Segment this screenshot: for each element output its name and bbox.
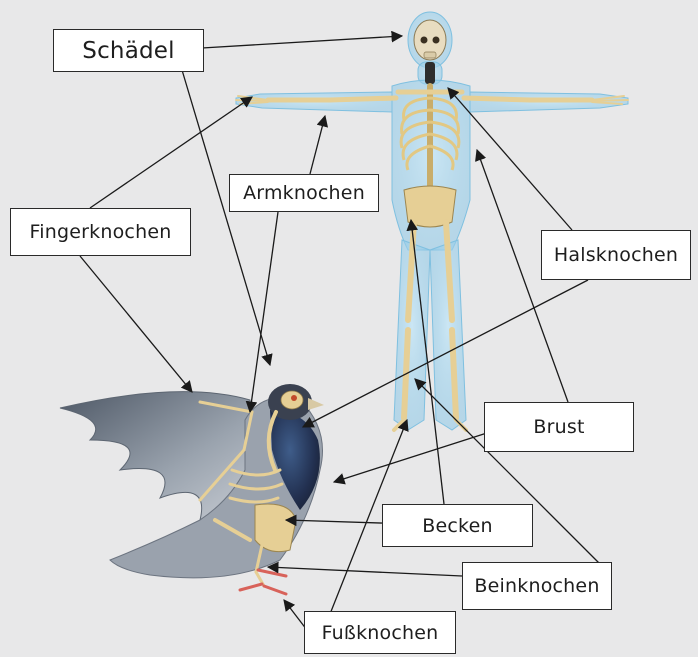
pigeon-skeleton <box>60 384 324 594</box>
label-fingerknochen: Fingerknochen <box>10 208 191 256</box>
human-neck-bones <box>425 62 435 84</box>
label-brust: Brust <box>484 402 634 452</box>
label-armknochen: Armknochen <box>229 174 379 212</box>
label-halsknochen: Halsknochen <box>541 230 691 280</box>
label-beinknochen: Beinknochen <box>462 562 612 610</box>
pigeon-wing <box>60 392 250 520</box>
label-becken: Becken <box>382 504 533 547</box>
human-skeleton <box>236 12 628 430</box>
label-schaedel: Schädel <box>53 29 204 72</box>
label-fussknochen: Fußknochen <box>304 611 456 654</box>
pigeon-skull <box>281 391 303 409</box>
human-skull <box>414 20 446 60</box>
pigeon-beak <box>308 398 324 410</box>
